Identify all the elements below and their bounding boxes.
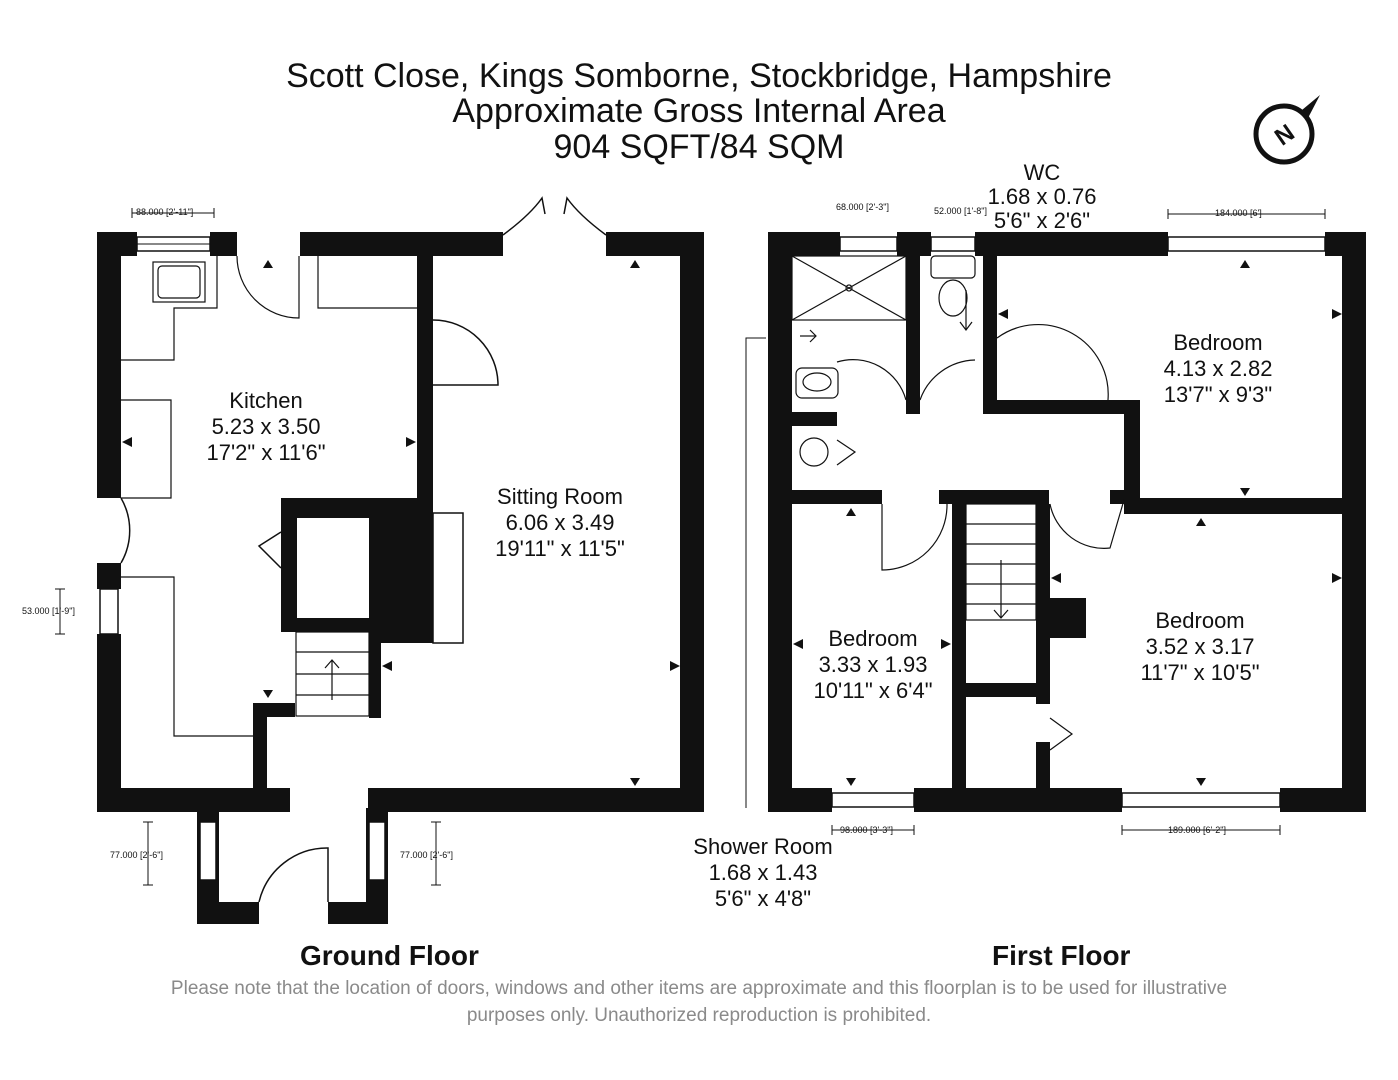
- sitting-room-name: Sitting Room: [497, 484, 623, 509]
- dim-window-left: 53.000 [1'-9"]: [22, 606, 75, 616]
- dim-window-wc: 52.000 [1'-8"]: [934, 206, 987, 216]
- disclaimer-line-1: Please note that the location of doors, …: [170, 978, 1228, 999]
- dim-window-top-kitchen: 88.000 [2'-11"]: [136, 207, 193, 217]
- wc-metric: 1.68 x 0.76: [988, 184, 1097, 209]
- dim-window-front-left: 77.000 [2'-6"]: [110, 850, 163, 860]
- kitchen-imperial: 17'2" x 11'6": [206, 440, 325, 465]
- wc-name: WC: [1024, 160, 1061, 185]
- first-floor-plan: 68.000 [2'-3"] 52.000 [1'-8"] 184.000 [6…: [693, 160, 1366, 911]
- dim-window-shower: 68.000 [2'-3"]: [836, 202, 889, 212]
- bedroom-2-imperial: 10'11" x 6'4": [813, 678, 932, 703]
- address-title: Scott Close, Kings Somborne, Stockbridge…: [286, 57, 1112, 95]
- shower-room-imperial: 5'6" x 4'8": [715, 886, 811, 911]
- kitchen-name: Kitchen: [229, 388, 302, 413]
- bedroom-3-name: Bedroom: [1155, 608, 1244, 633]
- ground-floor-plan: 88.000 [2'-11"] 53.000 [1'-9"] 77.000 [2…: [22, 196, 704, 924]
- bedroom-1-name: Bedroom: [1173, 330, 1262, 355]
- dim-window-bed3: 189.000 [6'-2"]: [1168, 825, 1226, 835]
- bedroom-1-metric: 4.13 x 2.82: [1164, 356, 1273, 381]
- bedroom-3-imperial: 11'7" x 10'5": [1140, 660, 1259, 685]
- dim-window-bed2: 98.000 [3'-3"]: [840, 825, 893, 835]
- first-floor-title: First Floor: [992, 940, 1131, 971]
- bedroom-2-name: Bedroom: [828, 626, 917, 651]
- bedroom-2-metric: 3.33 x 1.93: [819, 652, 928, 677]
- sitting-room-imperial: 19'11" x 11'5": [495, 536, 625, 561]
- sitting-room-metric: 6.06 x 3.49: [506, 510, 615, 535]
- dim-window-front-right: 77.000 [2'-6"]: [400, 850, 453, 860]
- dim-window-bed1: 184.000 [6']: [1215, 208, 1262, 218]
- svg-text:N: N: [1270, 119, 1300, 151]
- ground-floor-title: Ground Floor: [300, 940, 479, 971]
- disclaimer-line-2: purposes only. Unauthorized reproduction…: [466, 1005, 932, 1026]
- bedroom-3-metric: 3.52 x 3.17: [1146, 634, 1255, 659]
- shower-room-name: Shower Room: [693, 834, 832, 859]
- bedroom-1-imperial: 13'7" x 9'3": [1164, 382, 1272, 407]
- area-value: 904 SQFT/84 SQM: [553, 128, 845, 166]
- area-label: Approximate Gross Internal Area: [452, 92, 946, 130]
- shower-room-metric: 1.68 x 1.43: [709, 860, 818, 885]
- wc-imperial: 5'6" x 2'6": [994, 208, 1090, 233]
- kitchen-metric: 5.23 x 3.50: [212, 414, 321, 439]
- north-compass-icon: N: [1253, 95, 1320, 165]
